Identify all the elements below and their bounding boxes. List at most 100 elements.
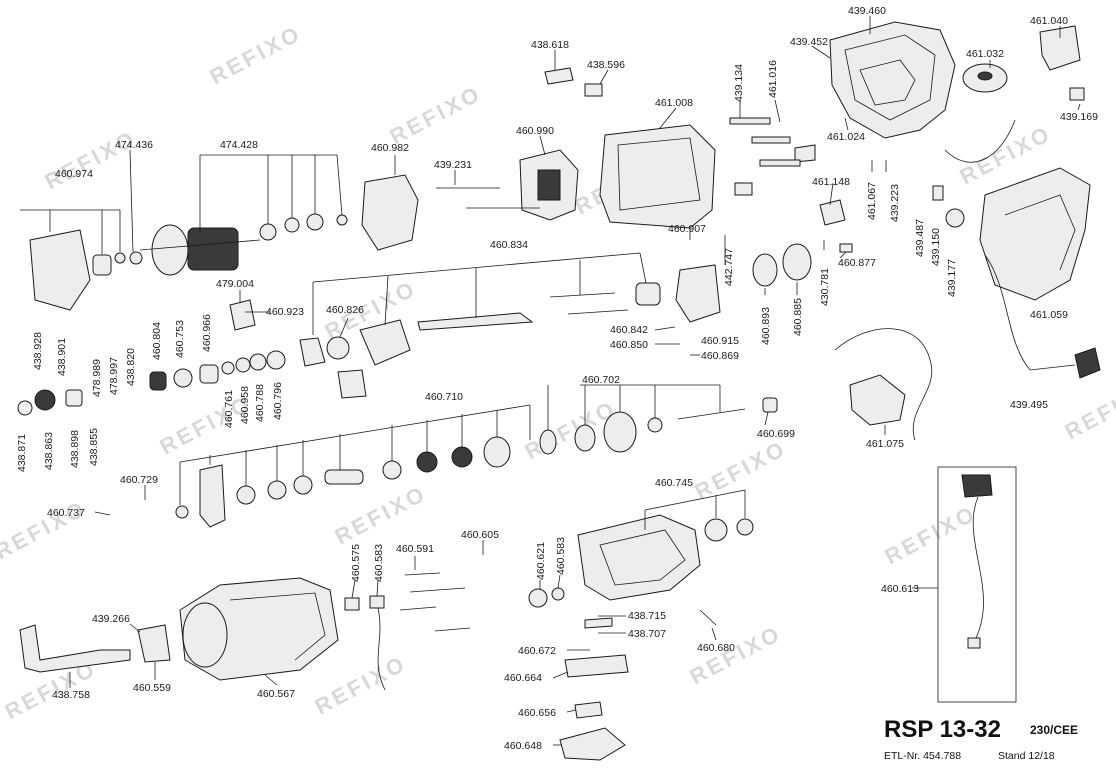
brush-cover: [1039, 25, 1081, 71]
washer: [647, 417, 663, 433]
revision-date: Stand 12/18: [998, 750, 1055, 762]
bearing: [92, 254, 112, 276]
part-label: 460.737: [47, 507, 85, 519]
part-label: 474.436: [115, 139, 153, 151]
part-label: 478.989: [91, 359, 103, 397]
leader-lines: [20, 16, 1081, 746]
cable-clip: [1069, 87, 1085, 101]
field-housing: [599, 124, 716, 229]
blade-holder: [564, 654, 629, 678]
model-name: RSP 13-32: [884, 716, 1001, 743]
fan-wheel: [151, 224, 189, 276]
shaft: [677, 408, 746, 420]
watermark: REFIXO: [1061, 375, 1116, 444]
front-cover: [137, 624, 171, 663]
part-label: 438.928: [32, 332, 44, 370]
counterweight: [483, 436, 511, 468]
gear-housing-cover: [29, 229, 91, 311]
gear-wheel: [603, 411, 637, 453]
pin: [699, 609, 717, 626]
watermark-layer: REFIXO REFIXO REFIXO REFIXO REFIXO REFIX…: [0, 20, 1116, 724]
switch-block: [932, 185, 944, 201]
spacer: [759, 159, 801, 167]
part-label: 461.032: [966, 48, 1004, 60]
part-label: 460.893: [760, 307, 772, 345]
part-label: 460.672: [518, 645, 556, 657]
guide-pin: [567, 309, 629, 315]
pinion-gear: [34, 389, 56, 411]
watermark: REFIXO: [691, 435, 791, 504]
part-label: 438.898: [69, 430, 81, 468]
motor-housing-shell: [829, 21, 956, 139]
part-label: 461.148: [812, 176, 850, 188]
spacer: [751, 136, 791, 144]
part-label: 430.781: [819, 268, 831, 306]
washer: [551, 587, 565, 601]
housing-rib: [859, 59, 916, 106]
part-labels: 439.460 461.040 438.618 439.452 461.032 …: [47, 5, 1098, 752]
screw: [434, 627, 471, 632]
part-label: 460.826: [326, 304, 364, 316]
bearing: [704, 518, 728, 542]
bearing: [539, 429, 557, 455]
part-label: 460.699: [757, 428, 795, 440]
lever: [299, 337, 326, 367]
screw: [404, 572, 441, 576]
bearing: [762, 397, 778, 413]
part-label: 439.150: [930, 228, 942, 266]
part-label: 439.266: [92, 613, 130, 625]
etl-number: ETL-Nr. 454.788: [884, 750, 962, 762]
switch-module: [849, 374, 906, 426]
part-label: 439.495: [1010, 399, 1048, 411]
part-label: 460.834: [490, 239, 528, 251]
part-label: 460.982: [371, 142, 409, 154]
part-label: 460.907: [668, 223, 706, 235]
gearbox-group: [399, 514, 754, 761]
part-label: 460.842: [610, 324, 648, 336]
bearing: [574, 424, 596, 452]
sleeve: [199, 364, 219, 384]
part-label: 461.059: [1030, 309, 1068, 321]
part-label: 460.915: [701, 335, 739, 347]
bearing: [149, 371, 167, 391]
part-label: 438.820: [125, 348, 137, 386]
part-label: 439.177: [946, 259, 958, 297]
part-label: 438.901: [56, 338, 68, 376]
part-label: 460.745: [655, 477, 693, 489]
ring: [173, 368, 193, 388]
part-label: 460.559: [133, 682, 171, 694]
air-guide: [361, 174, 419, 251]
part-label: 438.871: [16, 434, 28, 472]
part-label: 460.966: [201, 314, 213, 352]
part-label: 460.753: [174, 320, 186, 358]
brush-holder: [584, 83, 603, 97]
part-label: 442.747: [723, 248, 735, 286]
drive-row-group: [175, 397, 778, 528]
wobble-bearing: [337, 369, 367, 399]
power-plug: [1074, 347, 1101, 379]
part-label: 460.761: [223, 390, 235, 428]
washer: [528, 588, 548, 608]
part-label: 438.618: [531, 39, 569, 51]
gear-shaft-group: [17, 243, 853, 416]
part-label: 460.710: [425, 391, 463, 403]
inset-cable: [972, 496, 984, 641]
motor-housing-group: [829, 21, 1101, 379]
part-label: 460.923: [266, 306, 304, 318]
inset-connector: [961, 474, 993, 498]
part-label: 461.016: [767, 60, 779, 98]
bearing: [284, 217, 300, 233]
watermark: REFIXO: [311, 650, 411, 719]
cable-inset: [937, 466, 1017, 703]
plunger-guide: [359, 319, 411, 366]
voltage-label: 230/CEE: [1030, 723, 1079, 737]
part-label: 438.707: [628, 628, 666, 640]
bearing: [259, 223, 277, 241]
screw: [399, 606, 437, 611]
clip: [344, 597, 360, 611]
part-label: 438.855: [88, 428, 100, 466]
bearing: [236, 485, 256, 505]
part-label: 460.885: [792, 298, 804, 336]
part-label: 460.850: [610, 339, 648, 351]
